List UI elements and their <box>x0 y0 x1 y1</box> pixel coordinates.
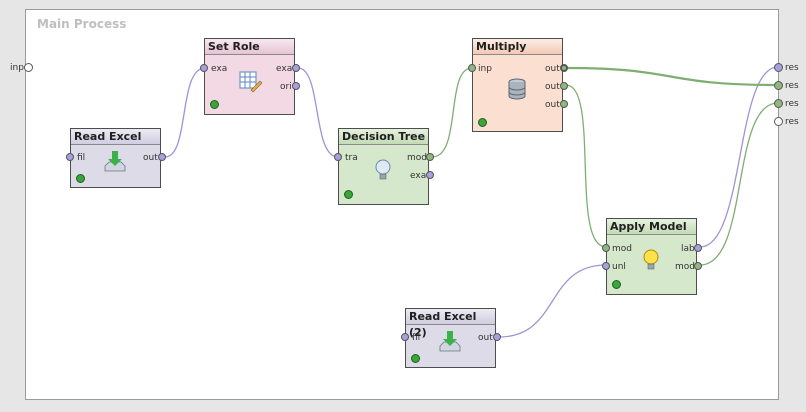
port-exa-out[interactable] <box>292 64 300 72</box>
status-ok-icon <box>344 190 353 199</box>
result-port-3[interactable] <box>774 99 783 108</box>
port-fil[interactable] <box>401 333 409 341</box>
import-icon <box>439 331 461 352</box>
status-ok-icon <box>411 354 420 363</box>
wire-set-role-to-decision-tree <box>297 67 339 158</box>
port-label: lab <box>681 244 695 254</box>
port-mod[interactable] <box>426 153 434 161</box>
port-label: unl <box>612 262 626 272</box>
port-fil[interactable] <box>66 153 74 161</box>
result-port-3-label: res <box>785 99 799 109</box>
lightbulb-icon <box>375 159 391 180</box>
port-label: mod <box>675 262 695 272</box>
operator-decision-tree[interactable]: Decision Tree tra mod exa <box>334 128 434 205</box>
port-lab[interactable] <box>694 244 702 252</box>
port-label: exa <box>276 64 293 74</box>
operator-multiply[interactable]: Multiply inp out out out <box>468 38 568 132</box>
result-port-4-label: res <box>785 117 799 127</box>
wire-apply-model-mod-to-res <box>699 102 779 266</box>
wire-multiply-out1-to-res <box>565 66 779 87</box>
port-out[interactable] <box>493 333 501 341</box>
port-label: fil <box>77 153 86 163</box>
import-icon <box>104 151 126 172</box>
table-edit-icon <box>239 71 262 93</box>
port-exa-in[interactable] <box>200 64 208 72</box>
port-out-1[interactable] <box>560 64 568 72</box>
process-input-label: inp <box>10 63 24 73</box>
port-ori[interactable] <box>292 82 300 90</box>
operator-set-role[interactable]: Set Role exa exa ori <box>200 38 300 115</box>
wire-read-excel-2-to-apply-model <box>498 264 607 338</box>
result-port-1[interactable] <box>774 63 783 72</box>
operator-title: Multiply <box>473 39 562 55</box>
port-label: out <box>143 153 158 163</box>
port-out[interactable] <box>158 153 166 161</box>
port-label: fil <box>412 333 421 343</box>
port-label: exa <box>211 64 228 74</box>
status-ok-icon <box>478 118 487 127</box>
process-input-port[interactable] <box>24 63 33 72</box>
process-title: Main Process <box>37 17 127 31</box>
operator-title: Read Excel <box>71 129 160 145</box>
port-label: mod <box>612 244 632 254</box>
result-port-2-label: res <box>785 81 799 91</box>
wire-apply-model-lab-to-res <box>699 66 779 248</box>
operator-title: Apply Model <box>607 219 696 235</box>
port-out-2[interactable] <box>560 82 568 90</box>
port-tra[interactable] <box>334 153 342 161</box>
result-port-2[interactable] <box>774 81 783 90</box>
port-label: mod <box>407 153 427 163</box>
port-label: exa <box>410 171 427 181</box>
wire-multiply-out2-to-apply-model <box>565 84 607 248</box>
database-stack-icon <box>508 78 526 100</box>
operator-title: Read Excel (2) <box>406 309 495 339</box>
operator-read-excel[interactable]: Read Excel fil out <box>66 128 166 188</box>
result-port-1-label: res <box>785 63 799 73</box>
port-label: inp <box>478 64 492 74</box>
wire-read-excel-to-set-role <box>164 67 206 158</box>
port-label: out <box>478 333 493 343</box>
operator-title: Set Role <box>205 39 294 55</box>
port-mod-out[interactable] <box>694 262 702 270</box>
port-out-3[interactable] <box>560 100 568 108</box>
lightbulb-lit-icon <box>643 249 659 270</box>
status-ok-icon <box>612 280 621 289</box>
port-label: tra <box>345 153 358 163</box>
port-label: ori <box>280 82 292 92</box>
port-label: out <box>545 82 560 92</box>
operator-apply-model[interactable]: Apply Model mod unl lab mod <box>602 218 702 295</box>
status-ok-icon <box>76 174 85 183</box>
port-label: out <box>545 64 560 74</box>
operator-read-excel-2[interactable]: Read Excel (2) fil out <box>401 308 501 368</box>
result-port-4[interactable] <box>774 117 783 126</box>
wire-decision-tree-to-multiply <box>431 67 473 158</box>
port-unl[interactable] <box>602 262 610 270</box>
port-label: out <box>545 100 560 110</box>
status-ok-icon <box>210 100 219 109</box>
port-inp[interactable] <box>468 64 476 72</box>
port-exa[interactable] <box>426 171 434 179</box>
port-mod-in[interactable] <box>602 244 610 252</box>
operator-title: Decision Tree <box>339 129 428 145</box>
